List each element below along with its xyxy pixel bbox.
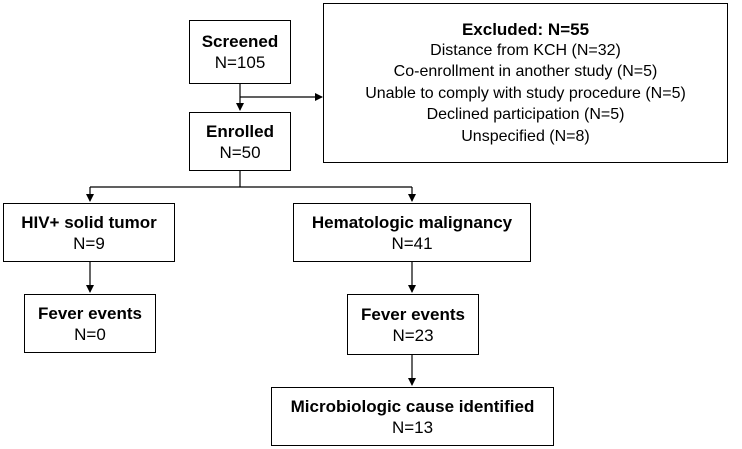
fever-hiv-count: N=0 bbox=[74, 324, 106, 344]
heme-title: Hematologic malignancy bbox=[311, 212, 513, 232]
excluded-reason: Distance from KCH (N=32) bbox=[430, 41, 621, 59]
enrolled-count: N=50 bbox=[219, 142, 261, 162]
hiv-title: HIV+ solid tumor bbox=[21, 212, 157, 232]
excluded-box: Excluded: N=55 Distance from KCH (N=32) … bbox=[323, 3, 728, 163]
enrolled-box: Enrolled N=50 bbox=[189, 112, 291, 171]
heme-box: Hematologic malignancy N=41 bbox=[293, 203, 531, 262]
micro-title: Microbiologic cause identified bbox=[290, 396, 535, 416]
hiv-count: N=9 bbox=[73, 233, 105, 253]
excluded-reason: Unable to comply with study procedure (N… bbox=[365, 84, 686, 102]
screened-title: Screened bbox=[201, 32, 279, 51]
excluded-reason: Unspecified (N=8) bbox=[461, 127, 590, 145]
screened-count: N=105 bbox=[214, 53, 266, 72]
excluded-reason: Co-enrollment in another study (N=5) bbox=[393, 63, 658, 81]
fever-heme-title: Fever events bbox=[361, 304, 465, 324]
screened-box: Screened N=105 bbox=[189, 20, 291, 84]
micro-box: Microbiologic cause identified N=13 bbox=[271, 387, 554, 446]
fever-heme-box: Fever events N=23 bbox=[347, 294, 479, 355]
fever-hiv-box: Fever events N=0 bbox=[24, 294, 156, 353]
excluded-reason: Declined participation (N=5) bbox=[426, 106, 625, 124]
micro-count: N=13 bbox=[391, 417, 434, 437]
enrolled-title: Enrolled bbox=[205, 121, 274, 141]
fever-hiv-title: Fever events bbox=[38, 303, 142, 323]
fever-heme-count: N=23 bbox=[392, 325, 434, 345]
excluded-title: Excluded: N=55 bbox=[461, 19, 590, 39]
heme-count: N=41 bbox=[391, 233, 433, 253]
hiv-box: HIV+ solid tumor N=9 bbox=[3, 203, 175, 262]
